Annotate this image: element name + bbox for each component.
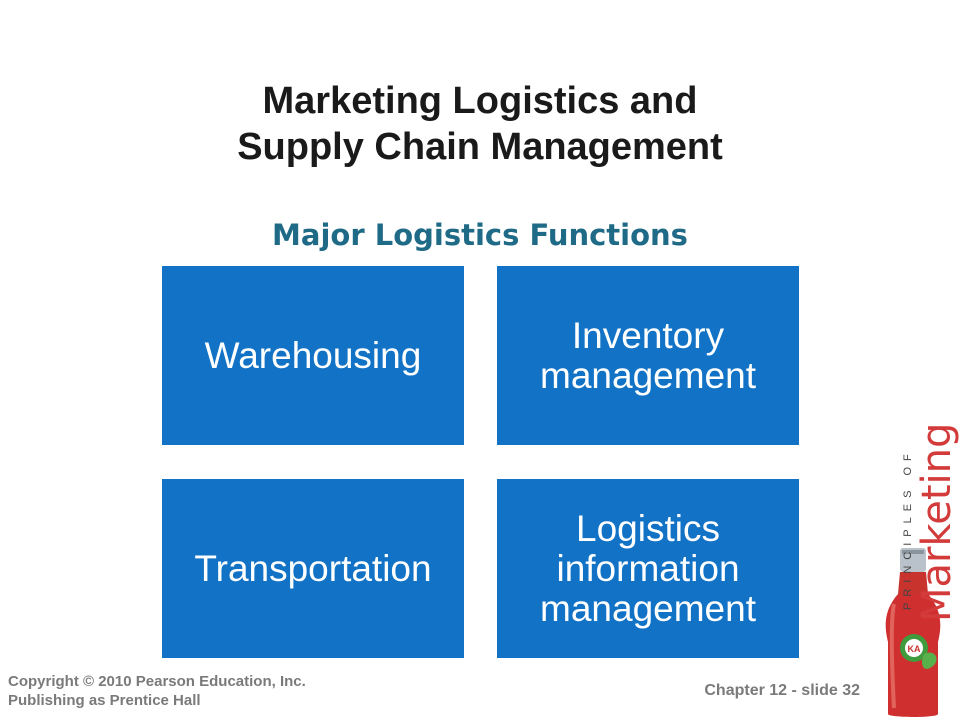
title-line-2: Supply Chain Management	[237, 126, 723, 168]
brand-logo: KA PRINCIPLES OF Marketing	[880, 390, 960, 720]
function-box-inventory: Inventory management	[497, 266, 799, 445]
function-box-warehousing: Warehousing	[162, 266, 464, 445]
function-box-transportation: Transportation	[162, 479, 464, 658]
copyright-line-2: Publishing as Prentice Hall	[8, 692, 201, 709]
function-label: Transportation	[194, 547, 432, 589]
slide-number: Chapter 12 - slide 32	[704, 682, 860, 699]
page-title: Marketing Logistics and Supply Chain Man…	[0, 78, 960, 170]
bottle-icon: KA	[885, 548, 941, 717]
brand-principles-text: PRINCIPLES OF	[902, 448, 914, 610]
copyright-notice: Copyright © 2010 Pearson Education, Inc.…	[8, 672, 306, 710]
subtitle: Major Logistics Functions	[272, 218, 688, 252]
function-label: Inventory management	[540, 314, 756, 396]
function-label: Warehousing	[204, 334, 422, 376]
brand-marketing-text: Marketing	[914, 422, 960, 622]
title-line-1: Marketing Logistics and	[262, 80, 698, 122]
copyright-line-1: Copyright © 2010 Pearson Education, Inc.	[8, 673, 306, 690]
function-label: Logistics information management	[540, 507, 756, 629]
svg-text:KA: KA	[908, 644, 921, 654]
function-box-logistics-info: Logistics information management	[497, 479, 799, 658]
